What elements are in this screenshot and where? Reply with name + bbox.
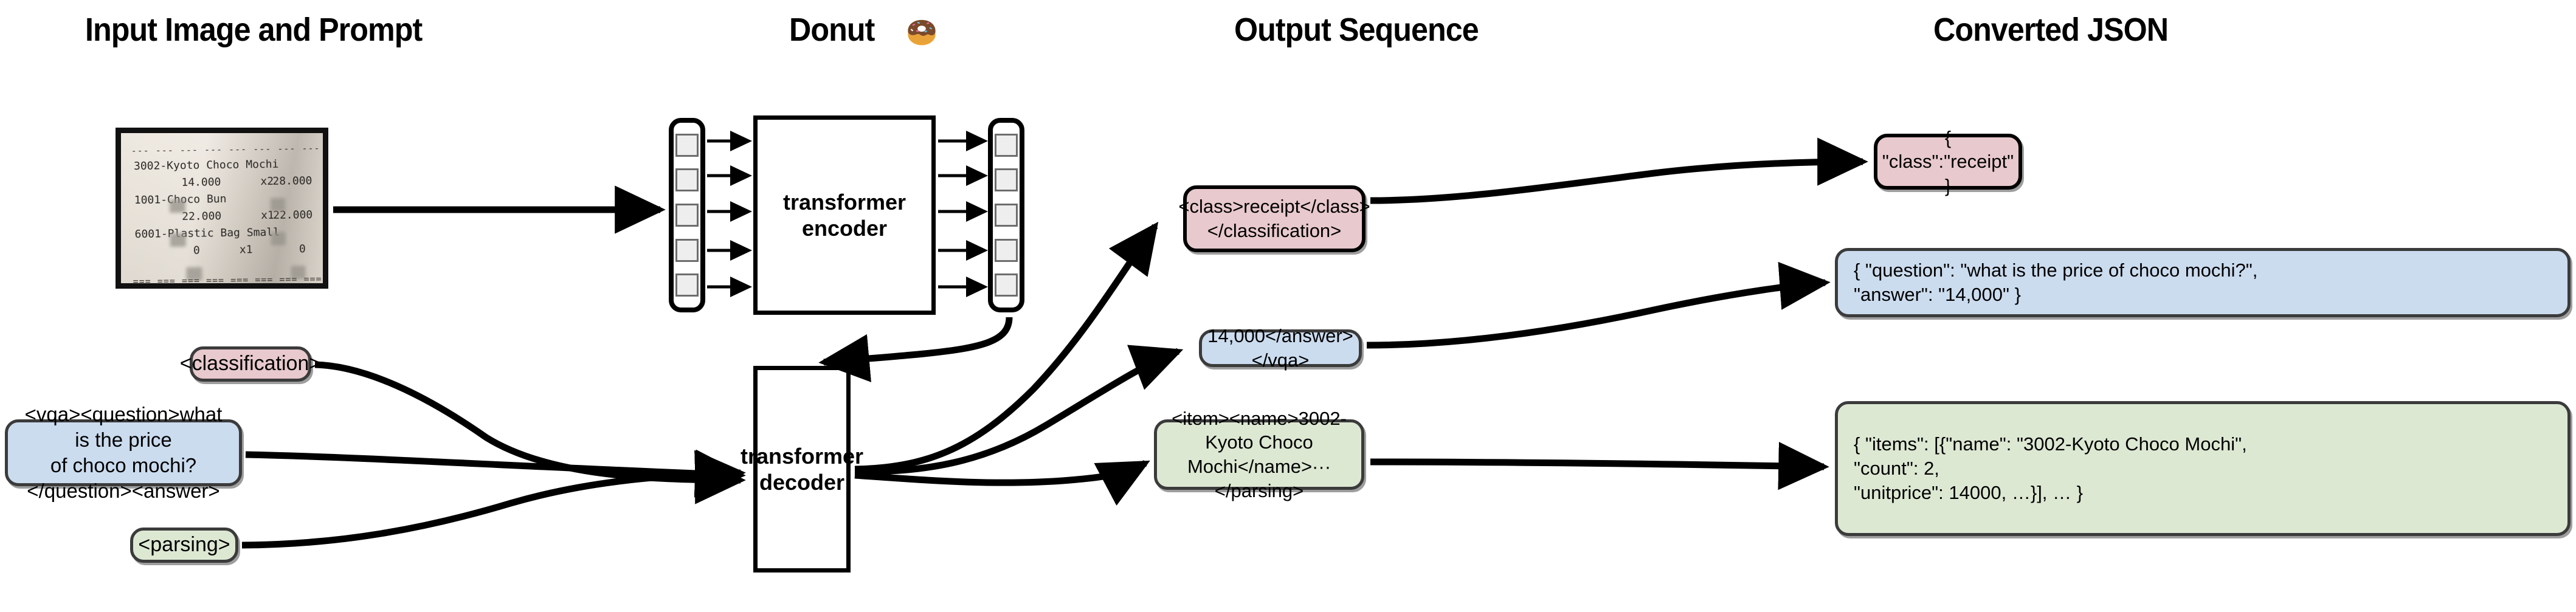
arrow-decoder-to-parsing-output bbox=[854, 460, 1150, 506]
arrow-vqa-output-to-json bbox=[1366, 261, 1831, 349]
embedding-token bbox=[995, 203, 1018, 227]
receipt-redaction-mark bbox=[169, 199, 186, 213]
json-box-classification[interactable]: { "class":"receipt" } bbox=[1874, 127, 2022, 196]
column-title-donut: Donut bbox=[789, 12, 875, 48]
input-receipt-image: --- --- --- --- --- --- --- --- --- --- … bbox=[116, 128, 328, 289]
prompt-box-vqa[interactable]: <vqa><question>what is the price of choc… bbox=[5, 403, 242, 502]
arrow-parsing-prompt-to-decoder bbox=[241, 450, 746, 549]
embedding-token bbox=[995, 238, 1018, 262]
receipt-line-unitprice-3: 0 x1 bbox=[193, 243, 253, 257]
receipt-line-unitprice-1: 14.000 x2 bbox=[181, 174, 274, 189]
arrow-vqa-prompt-to-decoder bbox=[245, 449, 746, 498]
receipt-content: --- --- --- --- --- --- --- --- --- --- … bbox=[121, 133, 323, 283]
patch-token bbox=[675, 133, 699, 157]
receipt-line-item-name-3: 6001-Plastic Bag Small bbox=[134, 225, 280, 241]
json-box-parsing[interactable]: { "items": [{"name": "3002-Kyoto Choco M… bbox=[1835, 401, 2571, 536]
embedding-token bbox=[995, 273, 1018, 297]
column-title-input-image-and-prompt: Input Image and Prompt bbox=[85, 12, 423, 48]
receipt-paper-background bbox=[121, 133, 323, 283]
output-box-parsing[interactable]: <item><name>3002-Kyoto Choco Mochi</name… bbox=[1154, 408, 1364, 501]
receipt-redaction-mark bbox=[170, 233, 186, 247]
output-box-classification[interactable]: <class>receipt</class> </classification> bbox=[1178, 185, 1370, 252]
patch-token bbox=[675, 168, 699, 192]
prompt-box-classification[interactable]: <classification> bbox=[180, 346, 321, 382]
transformer-decoder-block: transformer decoder bbox=[741, 366, 863, 572]
receipt-line-total-2: 22.000 bbox=[273, 208, 313, 222]
json-box-vqa[interactable]: { "question": "what is the price of choc… bbox=[1835, 248, 2571, 317]
column-title-output-sequence: Output Sequence bbox=[1234, 12, 1479, 48]
patch-token bbox=[675, 238, 699, 262]
embedding-token bbox=[995, 168, 1018, 192]
receipt-redaction-mark bbox=[270, 198, 286, 211]
encoder-output-token-strip bbox=[988, 118, 1024, 312]
receipt-line-total-3: 0 bbox=[299, 242, 306, 256]
transformer-encoder-block: transformer encoder bbox=[753, 115, 936, 315]
receipt-redaction-mark bbox=[271, 232, 286, 246]
patch-token bbox=[675, 273, 699, 297]
arrow-classification-output-to-json bbox=[1370, 137, 1868, 204]
encoder-input-token-strip bbox=[669, 118, 705, 312]
patch-token bbox=[675, 203, 699, 227]
embedding-token bbox=[995, 133, 1018, 157]
arrow-classification-prompt-to-decoder bbox=[314, 361, 746, 504]
receipt-line-total-1: 28.000 bbox=[272, 174, 313, 188]
output-box-vqa[interactable]: 14,000</answer></vqa> bbox=[1199, 325, 1362, 371]
arrow-decoder-to-vqa-output bbox=[854, 345, 1184, 475]
donut-emoji-icon bbox=[908, 19, 936, 46]
receipt-text-block: 3002-Kyoto Choco Mochi 14.000 x2 28.000 … bbox=[121, 133, 323, 283]
receipt-line-unitprice-2: 22.000 x1 bbox=[182, 208, 275, 223]
column-title-converted-json: Converted JSON bbox=[1933, 12, 2169, 48]
arrow-encoder-output-to-decoder bbox=[818, 317, 1013, 382]
prompt-box-parsing[interactable]: <parsing> bbox=[130, 528, 238, 563]
receipt-line-item-name-1: 3002-Kyoto Choco Mochi bbox=[133, 157, 279, 173]
arrow-parsing-output-to-json bbox=[1370, 442, 1829, 490]
